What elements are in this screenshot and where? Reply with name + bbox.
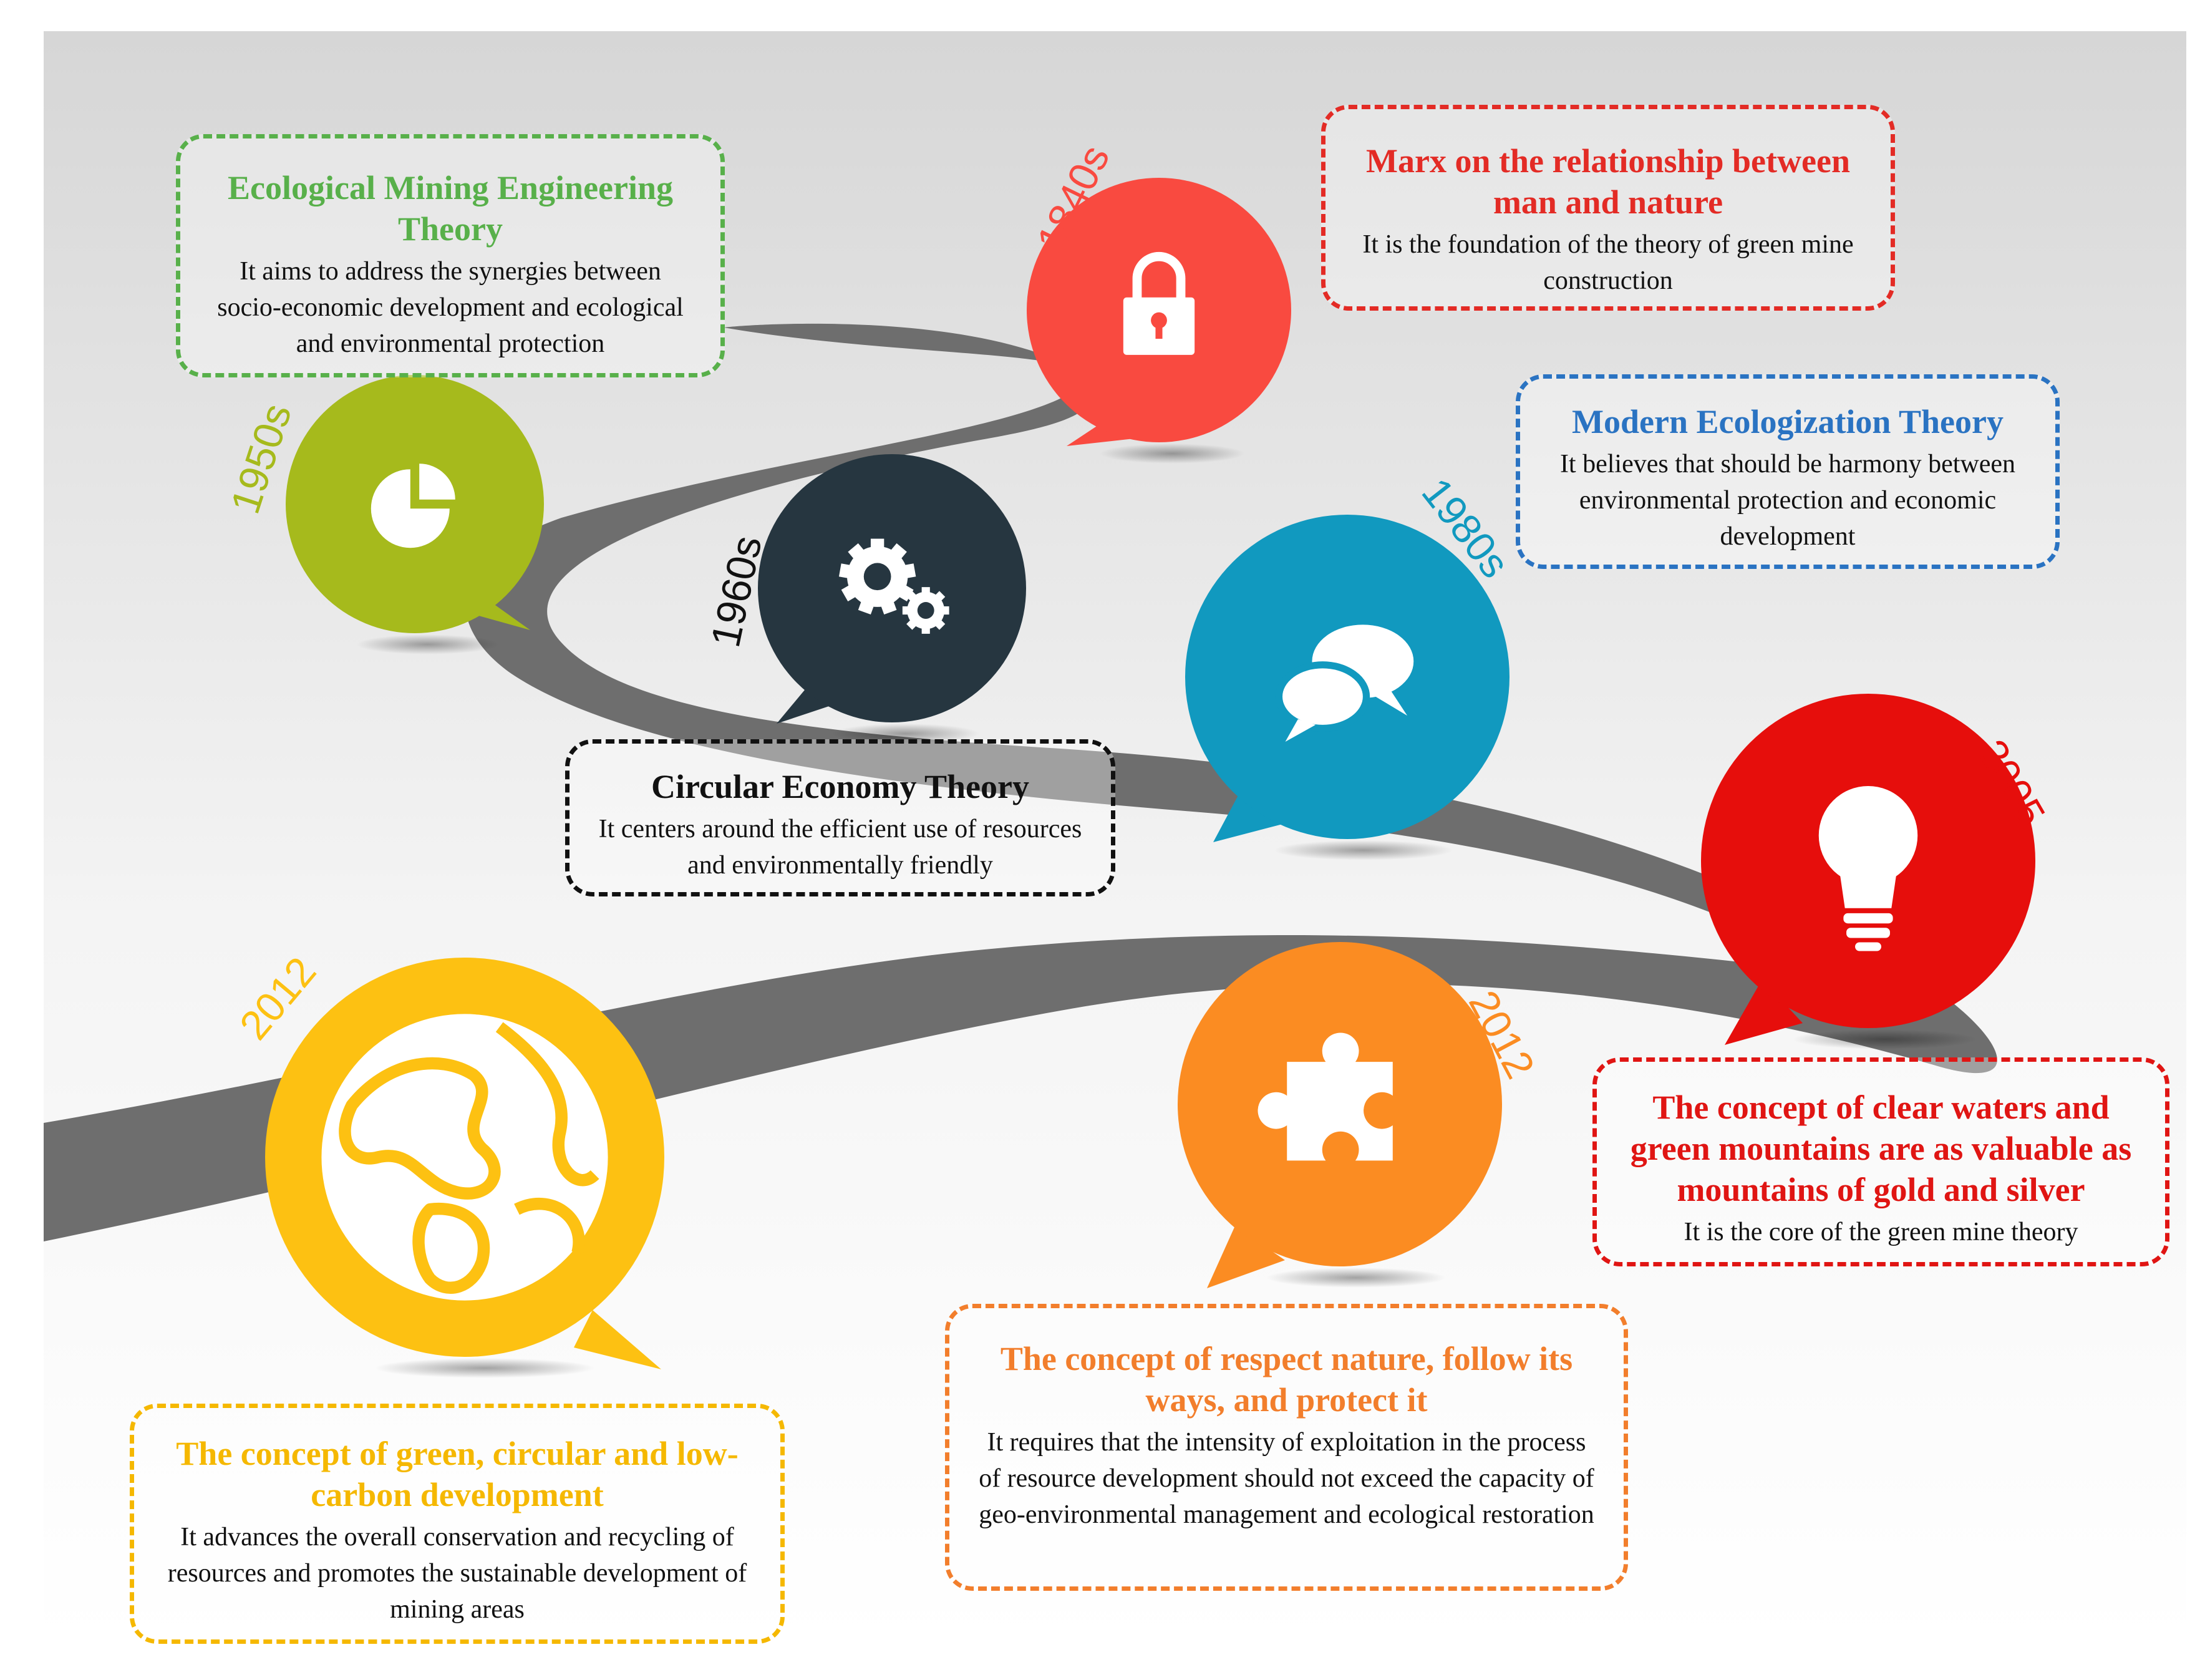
milestone-m1960	[758, 454, 1026, 744]
pie-chart-icon	[371, 464, 455, 548]
bubble-shadow	[356, 634, 499, 654]
milestone-card: The concept of clear waters and green mo…	[1592, 1057, 2169, 1266]
chat-bubbles-icon	[1275, 624, 1414, 742]
bubble-shadow	[1099, 444, 1245, 464]
milestone-title: The concept of clear waters and green mo…	[1630, 1089, 2132, 1208]
puzzle-piece-icon	[1258, 1032, 1393, 1161]
lightbulb-icon	[1818, 785, 1918, 951]
milestone-title: The concept of respect nature, follow it…	[1000, 1340, 1573, 1419]
bubble-shadow	[375, 1358, 594, 1378]
milestone-description: It centers around the efficient use of r…	[598, 815, 1082, 880]
bubble-tail	[1725, 979, 1803, 1045]
milestone-title: Circular Economy Theory	[651, 768, 1029, 805]
milestone-card: Ecological Mining Engineering Theory It a…	[176, 134, 725, 377]
milestone-description: It believes that should be harmony betwe…	[1559, 450, 2016, 551]
milestone-card: Modern Ecologization Theory It believes t…	[1516, 374, 2060, 569]
bubble	[286, 375, 544, 633]
bubble-tail	[574, 1310, 661, 1369]
milestone-m2012a	[1178, 942, 1502, 1288]
milestone-card: Marx on the relationship between man and…	[1321, 105, 1895, 311]
milestone-description: It aims to address the synergies between…	[217, 257, 684, 358]
milestone-title: The concept of green, circular and low-c…	[176, 1435, 739, 1513]
milestone-title: Ecological Mining Engineering Theory	[227, 169, 674, 248]
milestone-card: The concept of respect nature, follow it…	[945, 1304, 1628, 1591]
gears-icon	[838, 538, 949, 634]
milestone-card: Circular Economy Theory It centers around…	[565, 739, 1115, 896]
bubble-tail	[1207, 1226, 1285, 1288]
milestone-m1950	[286, 375, 544, 654]
bubble-shadow	[831, 724, 979, 744]
milestone-m2005	[1701, 694, 2035, 1049]
bubble-tail	[1213, 795, 1285, 842]
milestone-description: It is the core of the green mine theory	[1684, 1218, 2078, 1246]
milestone-m2012b	[265, 958, 664, 1378]
milestone-title: Modern Ecologization Theory	[1572, 403, 2004, 440]
globe-icon	[321, 1014, 608, 1301]
milestone-card: The concept of green, circular and low-c…	[130, 1404, 785, 1644]
bubble-shadow	[1274, 840, 1453, 860]
bubble-shadow	[1793, 1029, 1977, 1049]
milestone-description: It is the foundation of the theory of gr…	[1362, 230, 1854, 295]
milestone-description: It advances the overall conservation and…	[167, 1523, 747, 1624]
milestone-m1840	[1027, 178, 1291, 464]
milestone-title: Marx on the relationship between man and…	[1366, 142, 1850, 221]
milestone-m1980	[1185, 515, 1510, 860]
padlock-icon	[1123, 251, 1195, 355]
bubble-shadow	[1267, 1268, 1445, 1288]
milestone-description: It requires that the intensity of exploi…	[979, 1428, 1594, 1529]
